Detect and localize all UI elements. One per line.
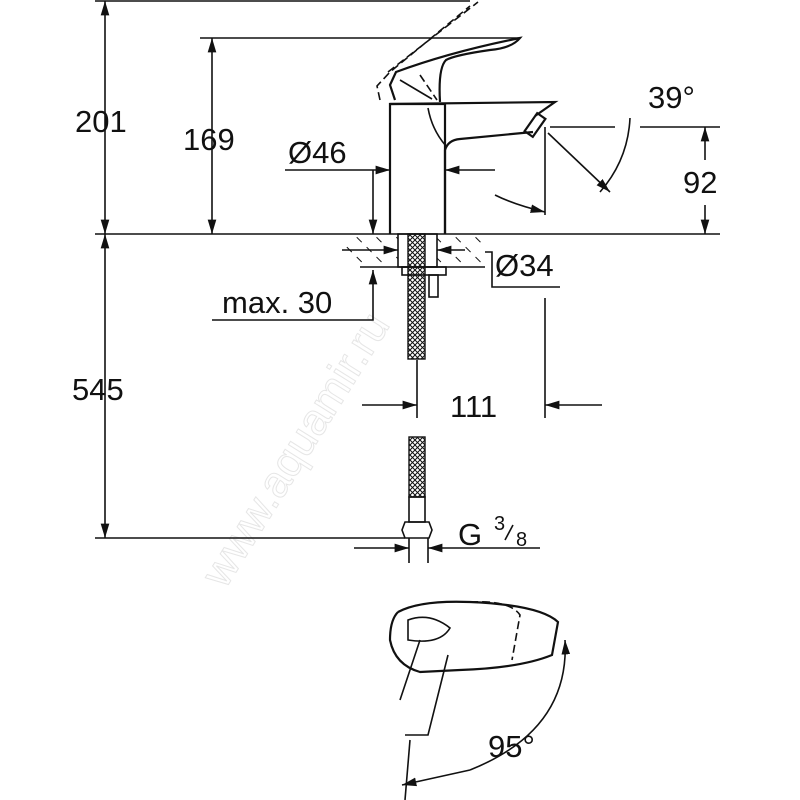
dim-projection: 111 [450,389,497,424]
dim-total-height: 201 [75,104,127,139]
dim-hose-length: 545 [72,372,124,407]
thread-denominator: 8 [516,529,527,551]
thread-letter: G [458,517,482,552]
thread-numerator: 3 [494,513,505,535]
dim-spout-angle: 39° [648,80,695,115]
faucet-top-view [388,600,571,800]
dim-spout-height: 169 [183,122,235,157]
dim-max-thickness: max. 30 [222,285,332,320]
dim-outlet-height: 92 [683,165,717,200]
watermark: www.aquamir.ru [191,304,399,596]
dimension-lines [95,0,720,553]
dim-handle-rotation: 95° [488,729,535,764]
dim-body-diameter: Ø46 [288,135,347,170]
dim-hole-diameter: Ø34 [495,248,554,283]
dim-thread: G 3 8 [458,513,527,552]
